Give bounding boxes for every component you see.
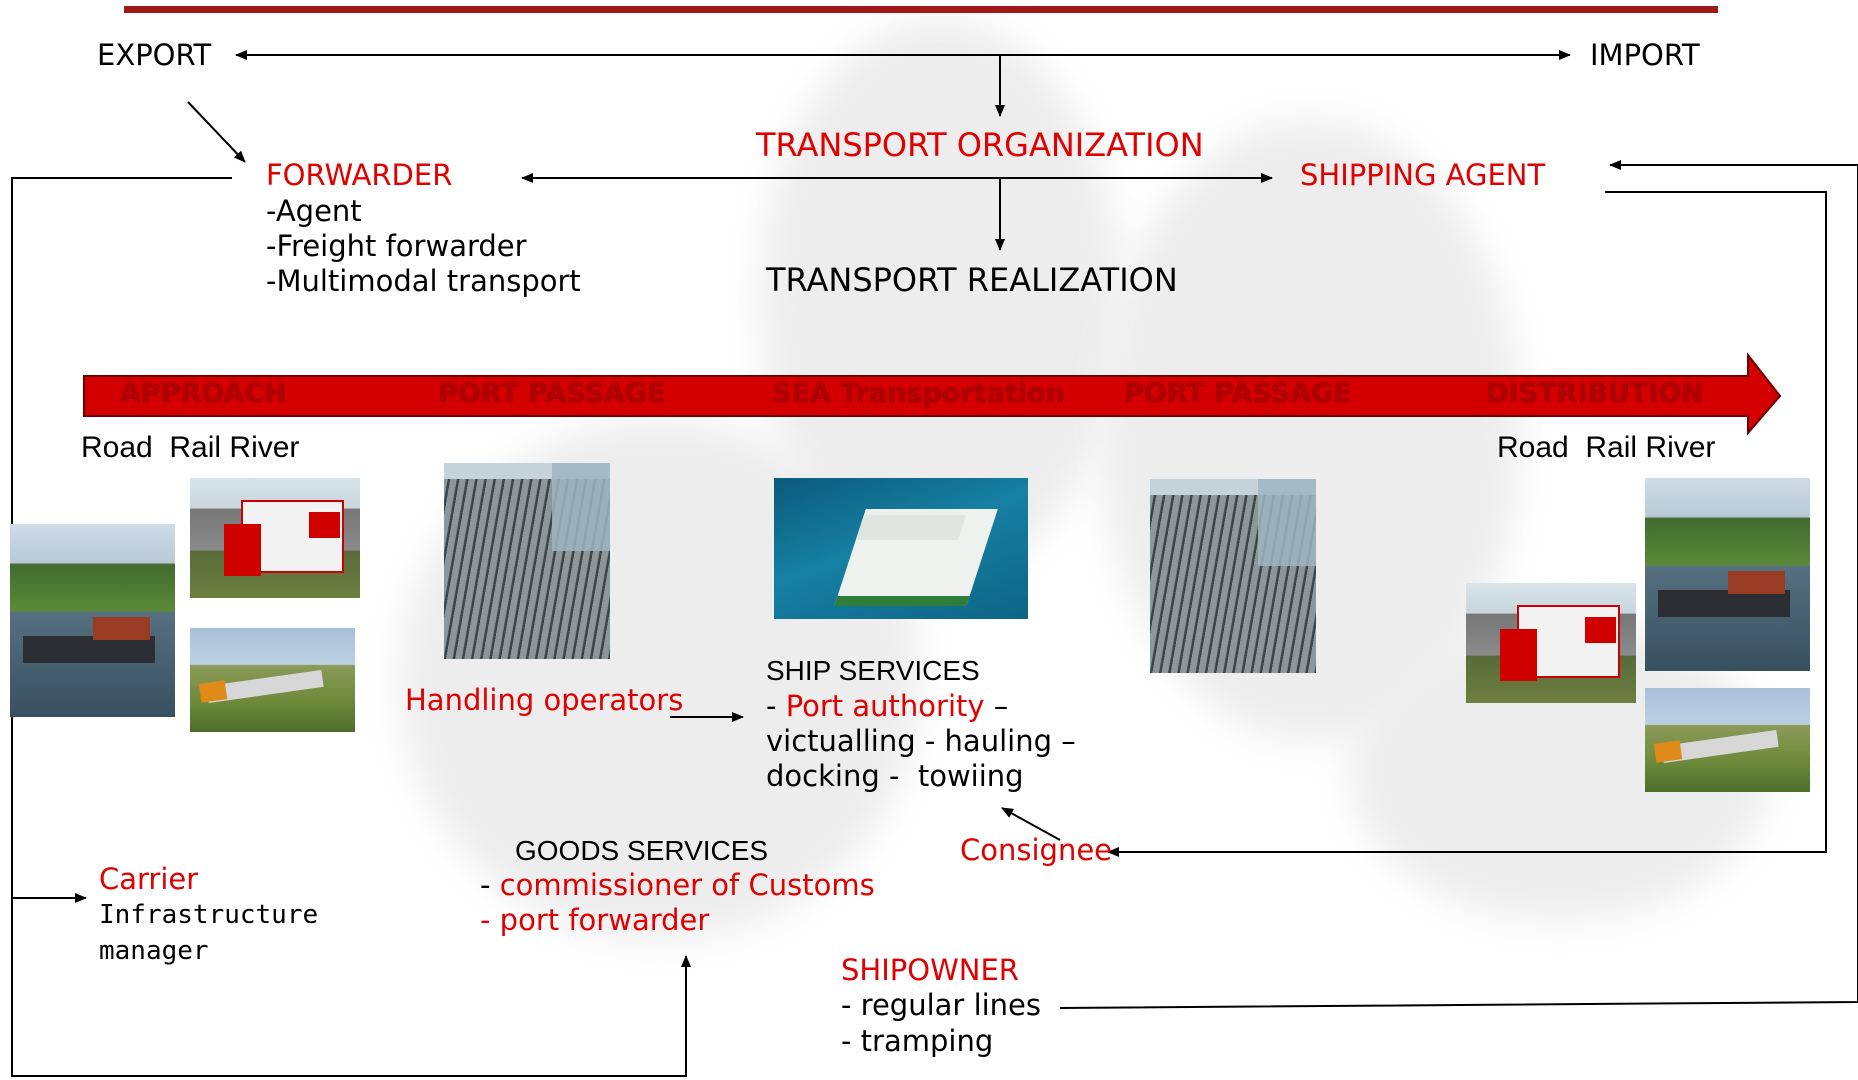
consignee-label: Consignee [960,833,1113,867]
rail-train-photo [1645,688,1810,792]
modes-left-label: Road Rail River [81,431,300,464]
ship-services-line: victualling - hauling – [766,724,1076,758]
carrier-title: Carrier [99,862,199,896]
shipowner-item: - tramping [841,1024,994,1058]
top-divider-bar [124,6,1718,13]
ship-services-prefix: - [766,689,786,723]
handling-operators-label: Handling operators [405,683,684,717]
goods-services-title: GOODS SERVICES [515,835,769,866]
shipowner-agent-line [1059,160,1858,1009]
port-authority-label: Port authority [785,689,985,723]
road-truck-photo [1466,583,1636,703]
agent-consignee-line [1107,191,1827,857]
stage-distribution: DISTRIBUTION [1486,378,1704,409]
customs-commissioner-label: commissioner of Customs [499,868,875,902]
stage-sea-transportation: SEA Transportation [772,378,1065,409]
port-terminal-photo [1150,479,1316,673]
stage-port-passage: PORT PASSAGE [438,378,666,409]
ship-services-line: - Port authority – [766,689,1008,724]
forwarder-item: -Agent [266,194,362,228]
shipping-agent-title: SHIPPING AGENT [1300,158,1546,192]
goods-services-line: - commissioner of Customs [480,868,875,903]
ship-services-dash: – [984,689,1009,723]
shipowner-title: SHIPOWNER [841,953,1019,987]
stage-approach: APPROACH [120,378,287,409]
ship-services-title: SHIP SERVICES [766,655,980,686]
goods-services-prefix: - [480,868,500,902]
port-terminal-photo [444,463,610,659]
modes-right-label: Road Rail River [1497,431,1716,464]
shipowner-item: - regular lines [841,988,1042,1022]
port-forwarder-label: - port forwarder [480,903,710,937]
stage-port-passage: PORT PASSAGE [1124,378,1352,409]
road-truck-photo [190,478,360,598]
rail-train-photo [190,628,355,732]
river-barge-photo [1645,478,1810,671]
forwarder-item: -Freight forwarder [266,229,527,263]
transport-realization-label: TRANSPORT REALIZATION [766,261,1178,299]
ship-services-line: docking - towiing [766,759,1024,793]
import-label: IMPORT [1590,38,1700,72]
export-forwarder-arrow [187,101,246,163]
transport-organization-label: TRANSPORT ORGANIZATION [756,126,1204,164]
river-barge-photo [10,524,175,717]
transport-chain-arrow [83,352,1782,436]
forwarder-item: -Multimodal transport [266,264,581,298]
carrier-line: Infrastructure [99,900,319,930]
consignee-ship-arrow [1001,807,1061,841]
roro-ship-photo [774,478,1028,619]
export-label: EXPORT [97,38,212,72]
bottom-goods-line [11,898,691,1077]
forwarder-title: FORWARDER [266,158,453,192]
carrier-line: manager [99,936,209,966]
